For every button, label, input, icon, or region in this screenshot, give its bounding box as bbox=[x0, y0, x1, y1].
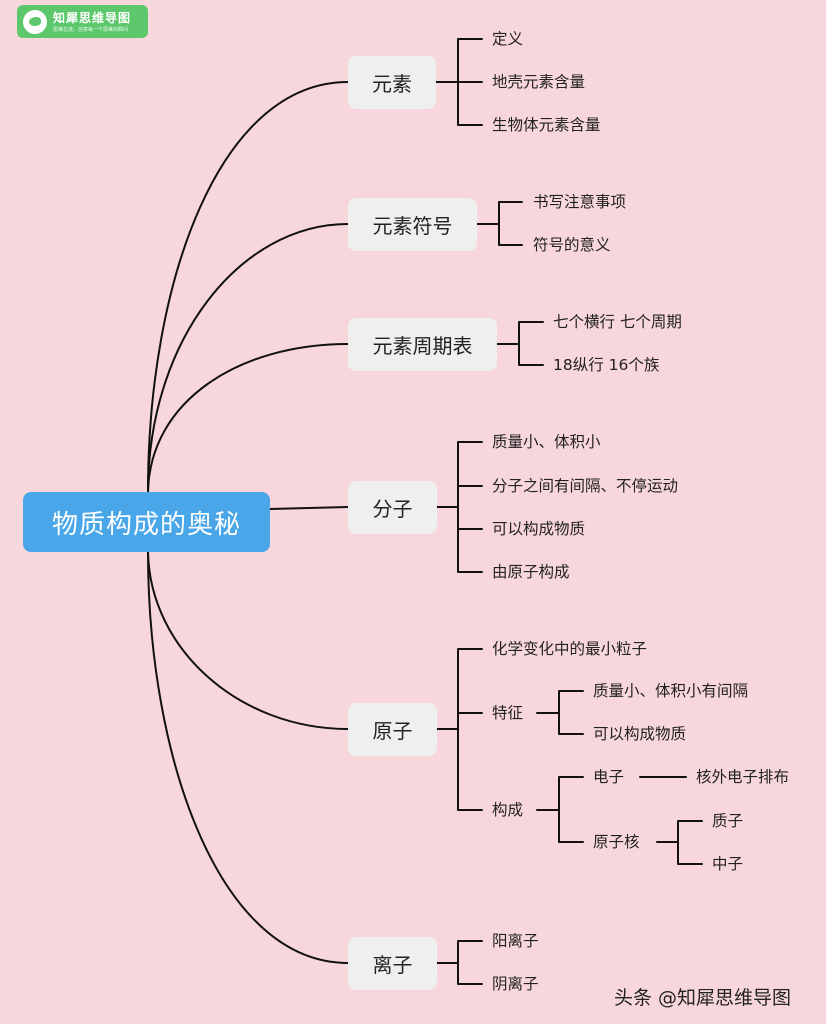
leaf-organism-element-content[interactable]: 生物体元素含量 bbox=[492, 116, 601, 134]
branch-ion[interactable]: 离子 bbox=[348, 937, 437, 990]
connector-root-periodic-table bbox=[147, 343, 349, 493]
leaf-electron-arrangement[interactable]: 核外电子排布 bbox=[696, 768, 790, 786]
leaf-molecule-forms-matter[interactable]: 可以构成物质 bbox=[492, 520, 586, 538]
node-atom-features[interactable]: 特征 bbox=[492, 704, 524, 722]
connector-elements-children bbox=[435, 38, 483, 126]
rhino-logo-icon bbox=[23, 10, 47, 34]
node-nucleus[interactable]: 原子核 bbox=[593, 833, 640, 851]
leaf-neutron[interactable]: 中子 bbox=[712, 855, 744, 873]
connector-atom-children bbox=[436, 648, 483, 811]
connector-root-symbols bbox=[147, 223, 349, 493]
connector-feature-children bbox=[536, 690, 584, 735]
leaf-atom-small-gaps[interactable]: 质量小、体积小有间隔 bbox=[593, 682, 749, 700]
leaf-definition[interactable]: 定义 bbox=[492, 30, 524, 48]
leaf-atom-forms-matter[interactable]: 可以构成物质 bbox=[593, 725, 687, 743]
leaf-cation[interactable]: 阳离子 bbox=[492, 932, 539, 950]
node-electron[interactable]: 电子 bbox=[593, 768, 625, 786]
node-atom-composition[interactable]: 构成 bbox=[492, 801, 524, 819]
branch-element-symbols[interactable]: 元素符号 bbox=[348, 198, 477, 251]
connector-root-elements bbox=[147, 81, 349, 493]
watermark-text: 头条 @知犀思维导图 bbox=[614, 987, 792, 1009]
leaf-molecule-small[interactable]: 质量小、体积小 bbox=[492, 433, 601, 451]
root-topic[interactable]: 物质构成的奥秘 bbox=[23, 492, 270, 552]
leaf-anion[interactable]: 阴离子 bbox=[492, 975, 539, 993]
leaf-smallest-particle[interactable]: 化学变化中的最小粒子 bbox=[492, 640, 648, 658]
leaf-molecule-motion[interactable]: 分子之间有间隔、不停运动 bbox=[492, 477, 679, 495]
connector-root-molecule bbox=[269, 506, 349, 510]
branch-periodic-table[interactable]: 元素周期表 bbox=[348, 318, 497, 371]
leaf-proton[interactable]: 质子 bbox=[712, 812, 744, 830]
branch-atom[interactable]: 原子 bbox=[348, 703, 437, 756]
leaf-crust-element-content[interactable]: 地壳元素含量 bbox=[492, 73, 586, 91]
leaf-writing-notes[interactable]: 书写注意事项 bbox=[533, 193, 627, 211]
branch-elements[interactable]: 元素 bbox=[348, 56, 436, 109]
leaf-symbol-meaning[interactable]: 符号的意义 bbox=[533, 236, 611, 254]
connector-periodic-children bbox=[496, 321, 544, 366]
logo-title: 知犀思维导图 bbox=[53, 11, 132, 25]
branch-molecule[interactable]: 分子 bbox=[348, 481, 437, 534]
connector-root-atom bbox=[147, 551, 349, 730]
connector-molecule-children bbox=[436, 441, 483, 573]
connector-symbols-children bbox=[476, 201, 523, 246]
leaf-periods[interactable]: 七个横行 七个周期 bbox=[553, 313, 682, 331]
leaf-groups[interactable]: 18纵行 16个族 bbox=[553, 356, 660, 374]
leaf-molecule-made-of-atoms[interactable]: 由原子构成 bbox=[492, 563, 570, 581]
connector-ion-children bbox=[436, 940, 483, 985]
logo-subtitle: 思维在流，创意每一个思维的瞬间 bbox=[53, 27, 129, 33]
connector-root-ion bbox=[147, 551, 349, 964]
connector-nucleus-children bbox=[656, 820, 703, 865]
brand-logo: 知犀思维导图 思维在流，创意每一个思维的瞬间 bbox=[17, 5, 148, 38]
connector-composition-children bbox=[536, 776, 584, 843]
